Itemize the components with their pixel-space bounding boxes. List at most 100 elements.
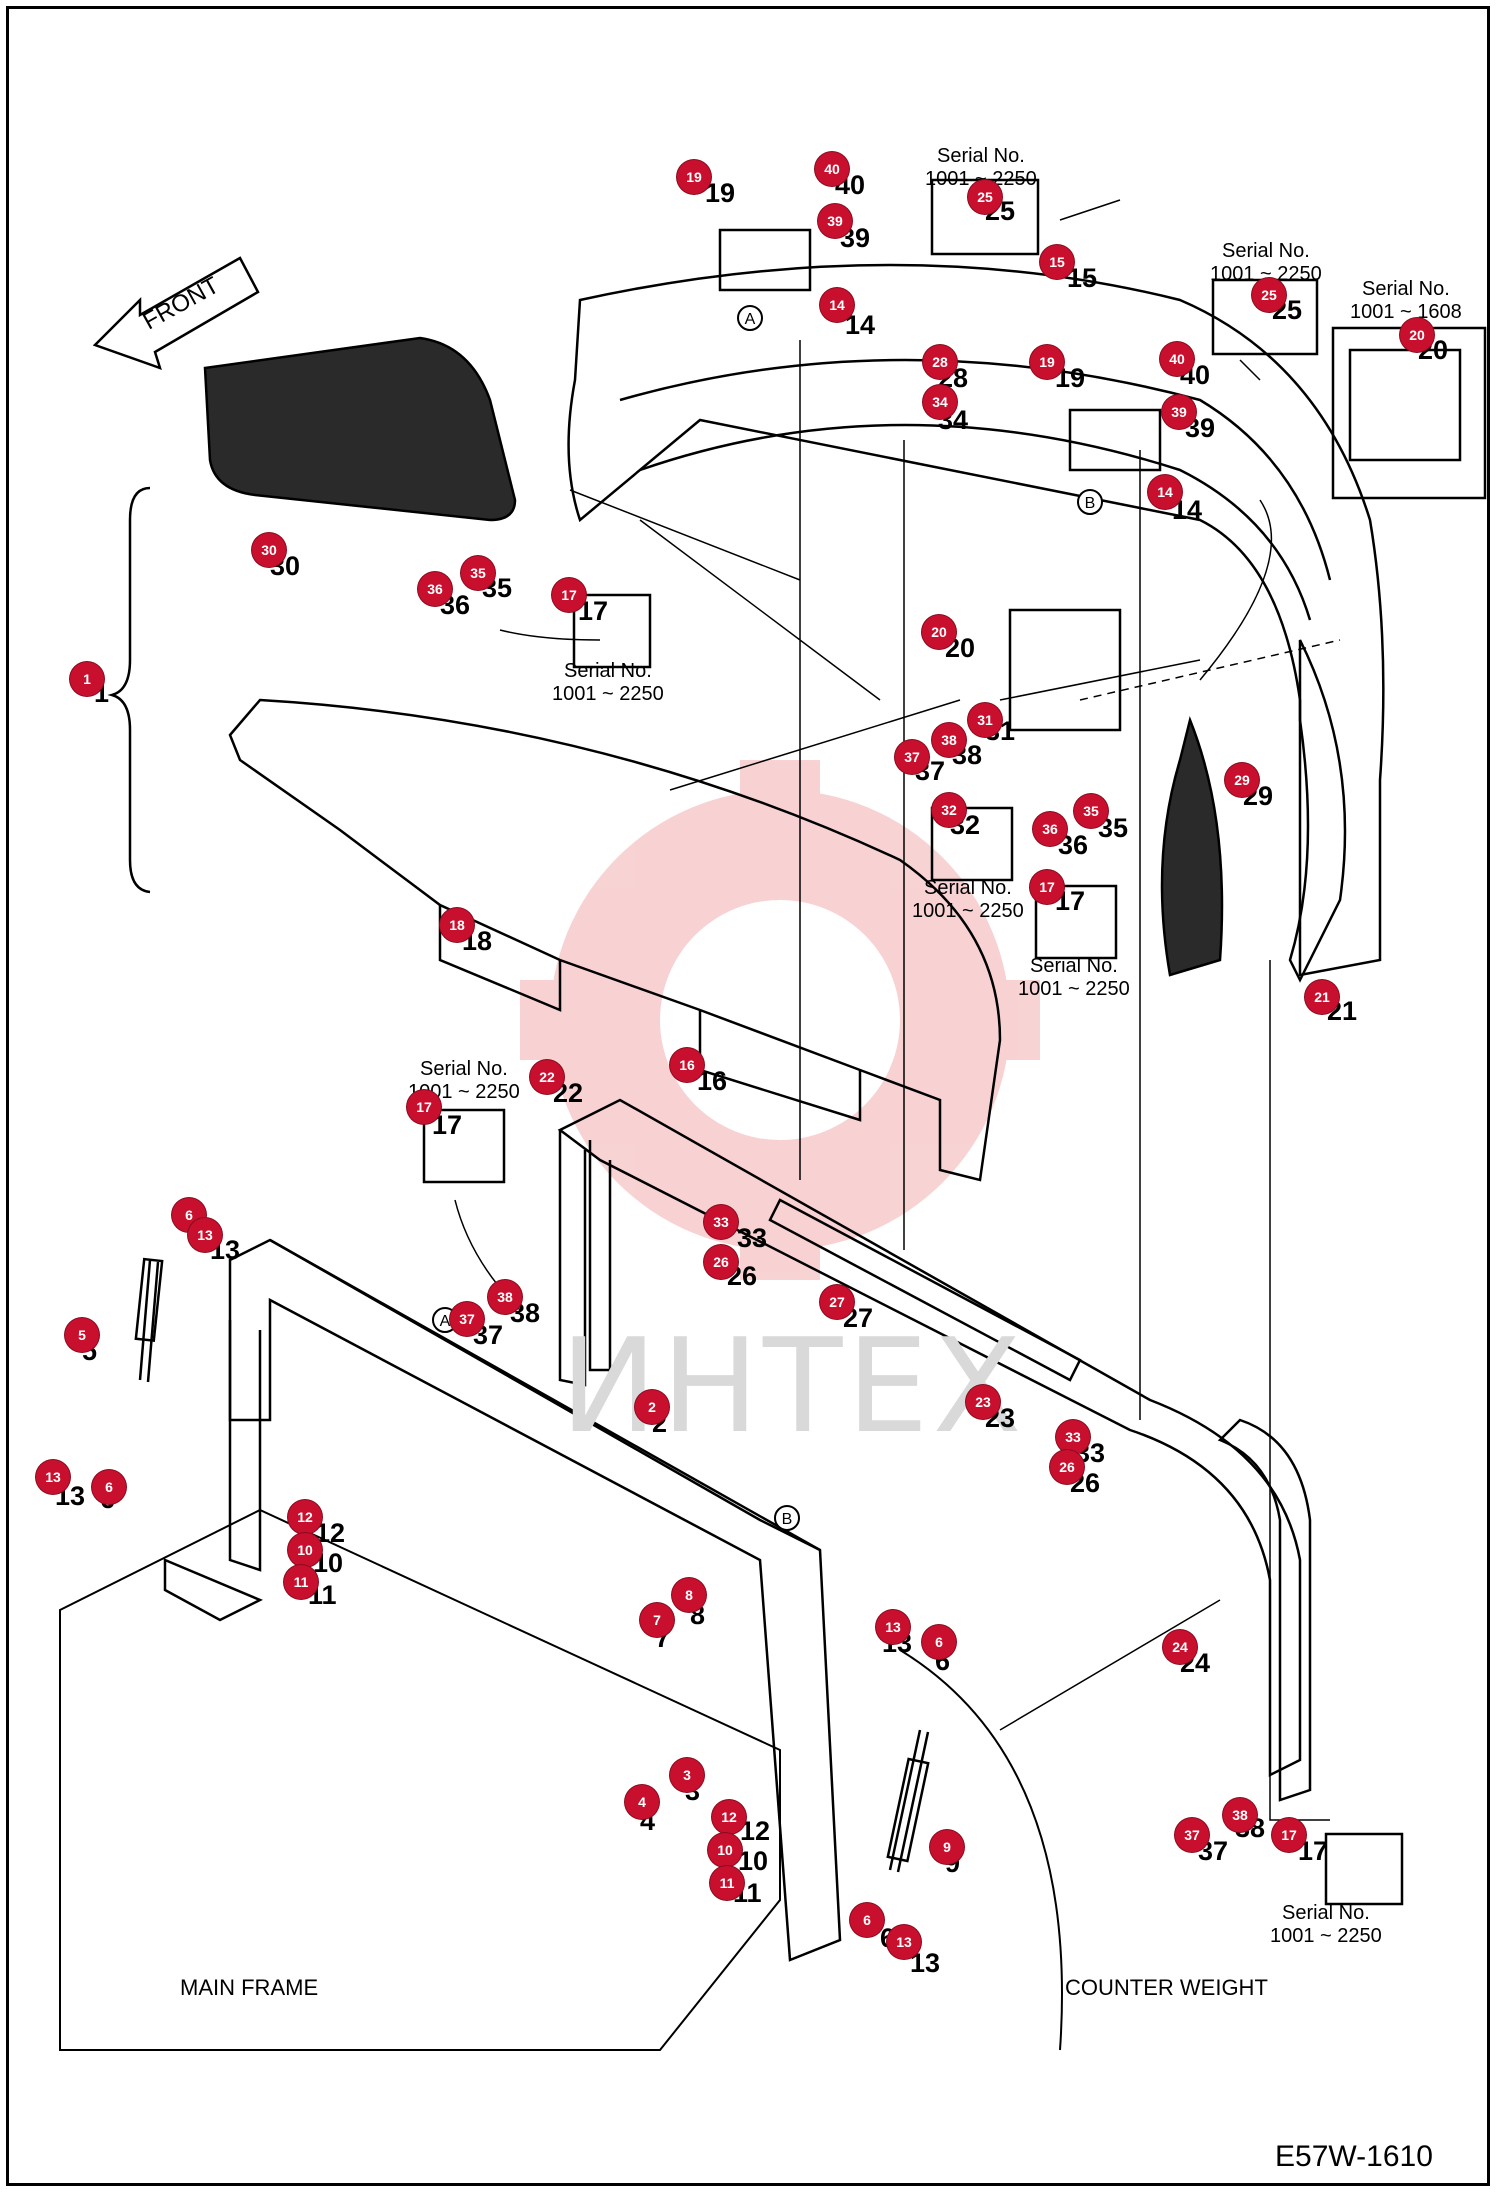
callout-marker-6d[interactable]: 6 xyxy=(850,1903,884,1937)
callout-marker-15[interactable]: 15 xyxy=(1040,245,1074,279)
callout-marker-17a[interactable]: 17 xyxy=(552,578,586,612)
callout-marker-13b[interactable]: 13 xyxy=(36,1460,70,1494)
callout-marker-8[interactable]: 8 xyxy=(672,1578,706,1612)
cover-21 xyxy=(1288,639,1347,983)
callout-marker-2[interactable]: 2 xyxy=(635,1390,669,1424)
callout-marker-23[interactable]: 23 xyxy=(966,1385,1000,1419)
serial-range: 1001 ~ 2250 xyxy=(925,168,1037,190)
callout-marker-18[interactable]: 18 xyxy=(440,908,474,942)
callout-marker-38c[interactable]: 38 xyxy=(1223,1798,1257,1832)
callout-marker-27[interactable]: 27 xyxy=(820,1285,854,1319)
assembly-brace xyxy=(107,486,151,894)
view-marker-a-1: A xyxy=(745,311,756,328)
note-box-17-a xyxy=(572,593,652,669)
callout-marker-5[interactable]: 5 xyxy=(65,1318,99,1352)
callout-marker-34[interactable]: 34 xyxy=(923,385,957,419)
inset-latch-box xyxy=(1331,326,1487,500)
callout-marker-37c[interactable]: 37 xyxy=(1175,1818,1209,1852)
note-box-17-c xyxy=(422,1108,506,1184)
callout-marker-25[interactable]: 25 xyxy=(968,180,1002,214)
serial-range: 1001 ~ 2250 xyxy=(912,900,1024,922)
callout-marker-28[interactable]: 28 xyxy=(923,345,957,379)
frame-16 xyxy=(557,1098,1302,1778)
part-label-10b: 10 xyxy=(738,1846,769,1876)
callout-marker-3[interactable]: 3 xyxy=(670,1758,704,1792)
callout-marker-24[interactable]: 24 xyxy=(1163,1630,1197,1664)
callout-marker-1[interactable]: 1 xyxy=(70,662,104,696)
callout-marker-35b[interactable]: 35 xyxy=(1074,794,1108,828)
callout-marker-19b[interactable]: 19 xyxy=(1030,345,1064,379)
callout-marker-6c[interactable]: 6 xyxy=(922,1625,956,1659)
screen-30 xyxy=(203,336,517,522)
callout-marker-37b[interactable]: 37 xyxy=(450,1302,484,1336)
callout-marker-30[interactable]: 30 xyxy=(252,533,286,567)
callout-marker-38[interactable]: 38 xyxy=(932,723,966,757)
view-marker-a-2: A xyxy=(440,1313,451,1330)
main-frame-label: MAIN FRAME xyxy=(180,1975,319,2000)
serial-range: 1001 ~ 2250 xyxy=(552,683,664,705)
callout-marker-11b[interactable]: 11 xyxy=(710,1866,744,1900)
part-label-33: 33 xyxy=(737,1223,768,1253)
fender-24 xyxy=(1217,1418,1312,1802)
callout-marker-32[interactable]: 32 xyxy=(932,793,966,827)
hinge-19-lower xyxy=(1068,408,1162,472)
callout-marker-13d[interactable]: 13 xyxy=(887,1925,921,1959)
callout-marker-20[interactable]: 20 xyxy=(1400,318,1434,352)
callout-marker-7[interactable]: 7 xyxy=(640,1603,674,1637)
callout-marker-12b[interactable]: 12 xyxy=(712,1800,746,1834)
callout-marker-13a[interactable]: 13 xyxy=(188,1218,222,1252)
callout-marker-37[interactable]: 37 xyxy=(895,740,929,774)
callout-marker-14[interactable]: 14 xyxy=(820,288,854,322)
callout-marker-17d[interactable]: 17 xyxy=(1272,1818,1306,1852)
callout-marker-20b[interactable]: 20 xyxy=(922,615,956,649)
view-marker-b-2: B xyxy=(782,1511,793,1528)
callout-marker-21[interactable]: 21 xyxy=(1305,980,1339,1014)
serial-no-text: Serial No. xyxy=(563,660,652,682)
rail-23 xyxy=(768,1198,1082,1382)
callout-marker-22[interactable]: 22 xyxy=(530,1060,564,1094)
frame-2 xyxy=(228,1238,842,1962)
callout-marker-14b[interactable]: 14 xyxy=(1148,475,1182,509)
callout-marker-17b[interactable]: 17 xyxy=(1030,870,1064,904)
serial-no-text: Serial No. xyxy=(1361,278,1450,300)
callout-marker-40b[interactable]: 40 xyxy=(1160,342,1194,376)
callout-marker-6b[interactable]: 6 xyxy=(92,1470,126,1504)
callout-marker-33[interactable]: 33 xyxy=(704,1205,738,1239)
callout-marker-25b[interactable]: 25 xyxy=(1252,278,1286,312)
serial-no-text: Serial No. xyxy=(419,1058,508,1080)
callout-marker-9[interactable]: 9 xyxy=(930,1830,964,1864)
callout-marker-35[interactable]: 35 xyxy=(461,556,495,590)
serial-range: 1001 ~ 2250 xyxy=(1018,978,1130,1000)
callout-marker-36[interactable]: 36 xyxy=(418,572,452,606)
callout-marker-4[interactable]: 4 xyxy=(625,1785,659,1819)
note-box-32 xyxy=(930,806,1014,882)
callout-marker-31[interactable]: 31 xyxy=(968,703,1002,737)
callout-marker-10[interactable]: 10 xyxy=(288,1533,322,1567)
counter-weight-label: COUNTER WEIGHT xyxy=(1065,1975,1268,2000)
callout-marker-39b[interactable]: 39 xyxy=(1162,395,1196,429)
callout-marker-19[interactable]: 19 xyxy=(677,160,711,194)
callout-marker-12[interactable]: 12 xyxy=(288,1500,322,1534)
callout-marker-29[interactable]: 29 xyxy=(1225,763,1259,797)
callout-marker-26b[interactable]: 26 xyxy=(1050,1450,1084,1484)
serial-note-17-b: Serial No. 1001 ~ 2250 xyxy=(1018,955,1130,1001)
serial-note-25-a: Serial No. 1001 ~ 2250 xyxy=(925,145,1037,191)
callout-marker-10b[interactable]: 10 xyxy=(708,1833,742,1867)
front-arrow xyxy=(92,256,260,371)
leader-lines xyxy=(454,199,1330,1821)
callout-marker-33b[interactable]: 33 xyxy=(1056,1420,1090,1454)
serial-no-text: Serial No. xyxy=(1029,955,1118,977)
callout-marker-11[interactable]: 11 xyxy=(284,1565,318,1599)
callout-marker-39[interactable]: 39 xyxy=(818,204,852,238)
callout-marker-40[interactable]: 40 xyxy=(815,152,849,186)
callout-marker-38b[interactable]: 38 xyxy=(488,1280,522,1314)
serial-note-25-b: Serial No. 1001 ~ 2250 xyxy=(1210,240,1322,286)
callout-marker-36b[interactable]: 36 xyxy=(1033,812,1067,846)
callout-marker-17c[interactable]: 17 xyxy=(407,1090,441,1124)
panel-18 xyxy=(228,698,1002,1182)
callout-marker-13c[interactable]: 13 xyxy=(876,1610,910,1644)
serial-no-text: Serial No. xyxy=(936,145,1025,167)
callout-marker-26[interactable]: 26 xyxy=(704,1245,738,1279)
callout-marker-16[interactable]: 16 xyxy=(670,1048,704,1082)
